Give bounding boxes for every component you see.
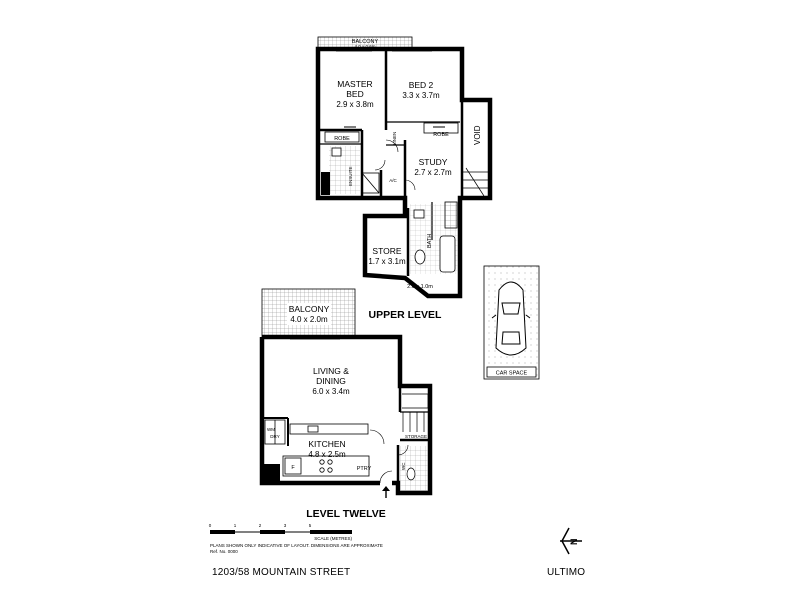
upper-level-plan: BALCONY 4.0 x 0.6m MASTER BED 2.9 x 3.8m… bbox=[315, 36, 493, 321]
scale-tick-5: 5 bbox=[309, 523, 312, 528]
lower-windows bbox=[290, 335, 340, 340]
ac-label: A/C bbox=[389, 178, 397, 183]
dry-label: DRY bbox=[270, 434, 279, 439]
upper-interior-walls bbox=[320, 49, 464, 276]
living-label: LIVING & bbox=[313, 366, 349, 376]
scale-bar: 0 1 2 3 5 SCALE (METRES) PLANS SHOWN ONL… bbox=[209, 523, 383, 554]
lower-stairs bbox=[402, 393, 429, 432]
scale-ref: Ref. No. 0000 bbox=[210, 549, 238, 554]
linen-label: LINEN bbox=[392, 132, 397, 145]
living-label-2: DINING bbox=[316, 376, 346, 386]
lower-balcony-label: BALCONY bbox=[289, 304, 330, 314]
master-bed-label: MASTER bbox=[337, 79, 372, 89]
study-label: STUDY bbox=[419, 157, 448, 167]
bed2-robe-label: ROBE bbox=[433, 132, 449, 138]
lower-balcony-label-box bbox=[287, 303, 331, 325]
wm-label: WM bbox=[267, 427, 275, 432]
car-space-label: CAR SPACE bbox=[496, 371, 528, 377]
bath-label: BATH bbox=[427, 234, 433, 248]
entry-arrow-icon bbox=[382, 486, 390, 498]
north-arrow-icon bbox=[560, 527, 582, 555]
storage-label: STORAGE bbox=[405, 434, 427, 439]
master-fireplace-block bbox=[321, 172, 330, 195]
void-label: VOID bbox=[473, 125, 482, 145]
scale-tick-3: 3 bbox=[284, 523, 287, 528]
scale-disclaimer: PLANS SHOWN ONLY INDICATIVE OF LAYOUT. D… bbox=[210, 543, 383, 548]
bed2-label: BED 2 bbox=[409, 80, 434, 90]
upper-doors bbox=[374, 139, 416, 191]
store-dims: 1.7 x 3.1m bbox=[368, 257, 406, 266]
bed2-dims: 3.3 x 3.7m bbox=[402, 91, 440, 100]
scale-tick-2: 2 bbox=[259, 523, 262, 528]
master-robe-label: ROBE bbox=[334, 136, 350, 142]
kitchen-fixtures bbox=[264, 419, 370, 477]
upper-balcony-dims: 4.0 x 0.6m bbox=[354, 44, 375, 49]
level-twelve-title: LEVEL TWELVE bbox=[306, 508, 386, 520]
lower-corner-block bbox=[262, 464, 280, 484]
car-icon bbox=[491, 281, 531, 356]
north-letter: N bbox=[569, 539, 579, 546]
wc-label: WC bbox=[401, 462, 406, 470]
footer-suburb: ULTIMO bbox=[547, 567, 586, 578]
lower-doors bbox=[369, 429, 409, 484]
level-twelve-plan: BALCONY 4.0 x 2.0m LIVING & DINING 6.0 x… bbox=[259, 288, 433, 520]
wc-toilet bbox=[406, 467, 416, 481]
car-space: CAR SPACE bbox=[483, 265, 540, 380]
ensuite-label: ENSUITE bbox=[348, 166, 353, 186]
pantry-label: PTRY bbox=[357, 466, 372, 472]
master-bed-label-2: BED bbox=[346, 89, 363, 99]
upper-balcony-label: BALCONY bbox=[352, 39, 379, 45]
wc-tiles bbox=[400, 446, 428, 491]
kitchen-label: KITCHEN bbox=[308, 439, 345, 449]
kitchen-dims: 4.8 x 2.5m bbox=[308, 450, 346, 459]
lower-interior-walls bbox=[262, 386, 430, 483]
study-dims: 2.7 x 2.7m bbox=[414, 168, 452, 177]
master-bed-dims: 2.9 x 3.8m bbox=[336, 100, 374, 109]
lower-balcony-dims: 4.0 x 2.0m bbox=[290, 315, 328, 324]
footer-address: 1203/58 MOUNTAIN STREET bbox=[212, 567, 351, 578]
car-space-label-box bbox=[486, 366, 537, 378]
fridge-label: F bbox=[291, 465, 295, 471]
upper-level-title: UPPER LEVEL bbox=[369, 309, 443, 321]
upper-fixtures bbox=[324, 122, 459, 273]
upper-outer-wall bbox=[315, 46, 493, 299]
scale-tick-1: 1 bbox=[234, 523, 237, 528]
scale-tick-0: 0 bbox=[209, 523, 212, 528]
upper-windows bbox=[336, 47, 432, 52]
scale-label: SCALE (METRES) bbox=[314, 536, 352, 541]
store-label: STORE bbox=[372, 246, 401, 256]
bath-dims: 2.0 x 1.0m bbox=[407, 284, 433, 290]
living-dims: 6.0 x 3.4m bbox=[312, 387, 350, 396]
upper-stairs bbox=[463, 167, 488, 197]
